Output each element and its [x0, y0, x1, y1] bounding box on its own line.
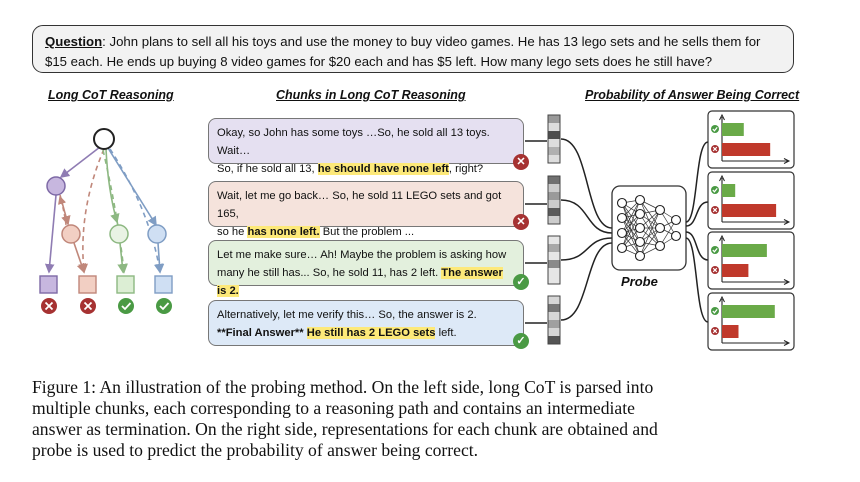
- chunk-3-line-2: many he still has... So, he sold 11, has…: [217, 264, 515, 300]
- question-text-1: John plans to sell all his toys and use …: [109, 34, 761, 49]
- caption-line-2: multiple chunks, each corresponding to a…: [32, 398, 635, 418]
- chunk-1-line-1: Okay, so John has some toys …So, he sold…: [217, 127, 490, 157]
- root-node: [93, 128, 115, 150]
- wrong-bar: [722, 325, 739, 338]
- chart-x-arrow: [783, 219, 791, 225]
- chunk-2-line-1: Wait, let me go back… So, he sold 11 LEG…: [217, 190, 502, 220]
- chunk-2-line-2: so he has none left. But the problem ...: [217, 223, 515, 241]
- chart-y-arrow: [719, 174, 725, 182]
- correct-bar: [722, 123, 744, 136]
- chunk-4-bold-text: **Final Answer**: [217, 327, 307, 339]
- chart-y-arrow: [719, 295, 725, 303]
- wrong-icon: [711, 327, 719, 335]
- probability-chart-3: [707, 231, 795, 290]
- wrong-icon: [80, 298, 96, 314]
- vector-4: [547, 295, 561, 345]
- wrong-icon: [711, 206, 719, 214]
- probability-charts: [707, 110, 795, 351]
- wrong-icon: [711, 266, 719, 274]
- chunk-2-highlight: has none left.: [247, 226, 320, 238]
- wrong-bar: [722, 143, 771, 156]
- chunk-4: Alternatively, let me verify this… So, t…: [208, 300, 524, 346]
- vector-2: [547, 175, 561, 225]
- question-line-1: Question: John plans to sell all his toy…: [45, 34, 761, 49]
- chunk-1-highlight: he should have none left: [317, 163, 449, 175]
- vector-1: [547, 114, 561, 164]
- check-icon: [711, 125, 719, 133]
- probe-network: [611, 185, 687, 271]
- probe-input-connectors: [560, 138, 613, 321]
- right-section-title: Probability of Answer Being Correct: [585, 88, 800, 102]
- wrong-bar: [722, 204, 777, 217]
- chunk-4-highlight: He still has 2 LEGO sets: [306, 327, 436, 339]
- chart-frame: [707, 110, 795, 169]
- wrong-bar: [722, 264, 749, 277]
- tree-node: [109, 224, 129, 244]
- chunk-3-check-icon: ✓: [513, 274, 529, 290]
- correct-bar: [722, 244, 767, 257]
- correct-bar: [722, 184, 736, 197]
- chunk-3-text: many he still has... So, he sold 11, has…: [217, 267, 442, 279]
- probability-chart-4: [707, 292, 795, 351]
- caption-line-3: answer as termination. On the right side…: [32, 419, 658, 439]
- check-icon: [156, 298, 172, 314]
- check-icon: [711, 246, 719, 254]
- chunk-3-line-1: Let me make sure… Ah! Maybe the problem …: [217, 249, 507, 261]
- chunk-2-text-end: But the problem ...: [319, 226, 415, 238]
- wrong-icon: [711, 145, 719, 153]
- chunk-1-wrong-icon: ✕: [513, 154, 529, 170]
- leaf-node: [154, 275, 173, 294]
- left-section-title: Long CoT Reasoning: [48, 88, 174, 102]
- chunk-1: Okay, so John has some toys …So, he sold…: [208, 118, 524, 175]
- probability-chart-2: [707, 171, 795, 230]
- chunk-2-text: so he: [217, 226, 248, 238]
- representation-vectors: [547, 114, 561, 345]
- chunk-connectors: [525, 140, 547, 324]
- chart-frame: [707, 171, 795, 230]
- chunk-2-wrong-icon: ✕: [513, 214, 529, 230]
- chunk-4-check-icon: ✓: [513, 333, 529, 349]
- chart-y-arrow: [719, 234, 725, 242]
- leaf-node: [78, 275, 97, 294]
- chunk-2: Wait, let me go back… So, he sold 11 LEG…: [208, 181, 524, 238]
- tree-node: [46, 176, 66, 196]
- wrong-icon: [41, 298, 57, 314]
- chart-y-arrow: [719, 113, 725, 121]
- chunk-4-line-1: Alternatively, let me verify this… So, t…: [217, 309, 477, 321]
- check-icon: [118, 298, 134, 314]
- probability-chart-1: [707, 110, 795, 169]
- chart-x-arrow: [783, 158, 791, 164]
- caption-line-4: probe is used to predict the probability…: [32, 440, 479, 460]
- chart-frame: [707, 292, 795, 351]
- chunk-3: Let me make sure… Ah! Maybe the problem …: [208, 240, 524, 297]
- leaf-node: [116, 275, 135, 294]
- vector-3: [547, 235, 561, 285]
- chart-x-arrow: [783, 279, 791, 285]
- chunk-4-text-end: left.: [435, 327, 457, 339]
- leaf-node: [39, 275, 58, 294]
- check-icon: [711, 307, 719, 315]
- tree-node: [61, 224, 81, 244]
- chunk-4-line-2: **Final Answer** He still has 2 LEGO set…: [217, 324, 515, 342]
- tree-node: [147, 224, 167, 244]
- question-label: Question: [45, 34, 103, 49]
- probe-output-connectors: [685, 141, 709, 323]
- check-icon: [711, 186, 719, 194]
- reasoning-tree: [39, 128, 173, 314]
- chart-frame: [707, 231, 795, 290]
- middle-section-title: Chunks in Long CoT Reasoning: [276, 88, 466, 102]
- caption-line-1: Figure 1: An illustration of the probing…: [32, 377, 654, 397]
- chunk-1-line-2: So, if he sold all 13, he should have no…: [217, 160, 515, 178]
- chart-x-arrow: [783, 340, 791, 346]
- question-text-2: $15 each. He ends up buying 8 video game…: [45, 54, 713, 69]
- correct-bar: [722, 305, 775, 318]
- chunk-1-text-end: , right?: [448, 163, 484, 175]
- probe-label: Probe: [621, 274, 658, 289]
- question-box: Question: John plans to sell all his toy…: [32, 25, 794, 73]
- figure-caption: Figure 1: An illustration of the probing…: [32, 377, 832, 461]
- chunk-1-text: So, if he sold all 13,: [217, 163, 318, 175]
